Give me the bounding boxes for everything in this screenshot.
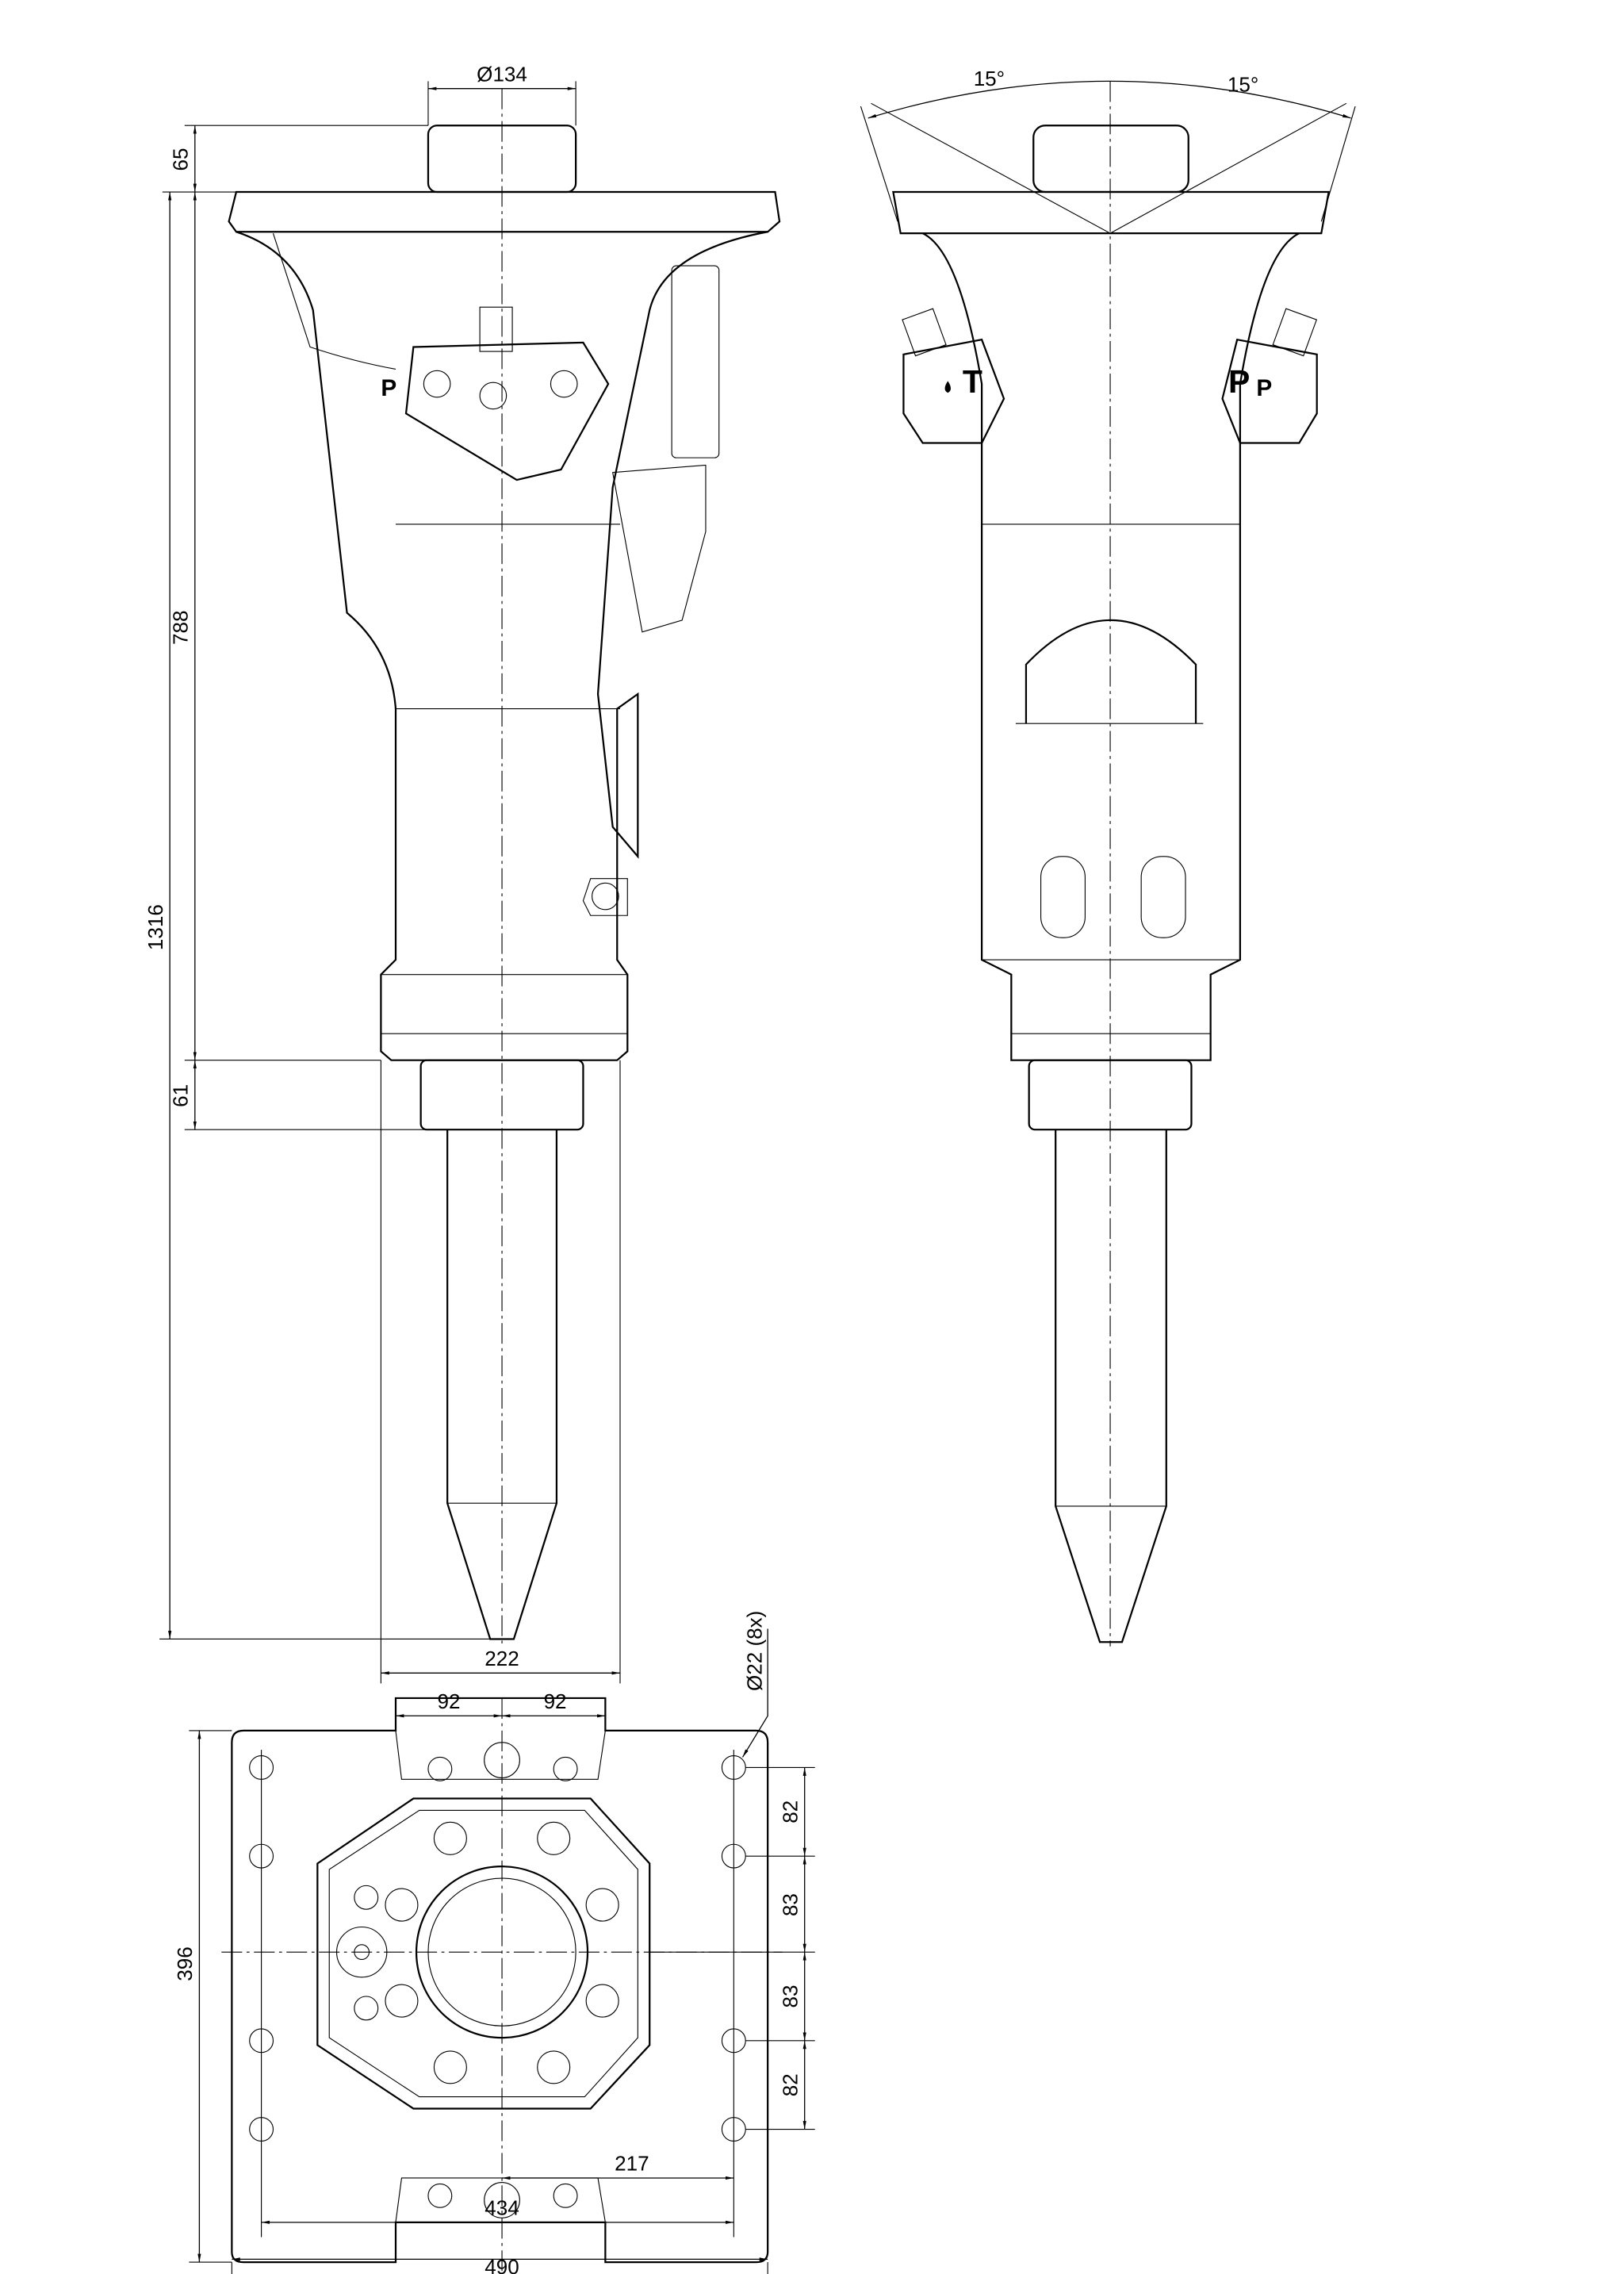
dim-plate-height: 396	[173, 1946, 197, 1981]
dim-cap-height: 65	[169, 148, 193, 171]
bottom-view	[221, 1697, 783, 2274]
dim-hole-spec: Ø22 (8x)	[743, 1611, 767, 1691]
dim-half-width-right: 92	[544, 1689, 567, 1713]
dim-body-length: 788	[169, 610, 193, 644]
dim-overall-length: 1316	[144, 904, 167, 950]
side-view: P	[228, 88, 781, 1647]
dim-hole-spacing-4: 82	[778, 2073, 802, 2096]
dim-cap-diameter: Ø134	[477, 62, 527, 86]
dim-collar-width: 222	[485, 1647, 519, 1670]
dim-hole-spacing-2: 83	[778, 1893, 802, 1916]
dim-bushing-length: 61	[169, 1084, 193, 1107]
side-dimensions: Ø134 65 788 61 1316 222	[144, 62, 621, 1684]
dim-half-hole-span: 217	[615, 2152, 649, 2176]
pressure-port-label-side: P	[381, 375, 396, 401]
dim-angle-left: 15°	[974, 67, 1005, 90]
front-view: T P P 15° 15°	[860, 67, 1356, 1647]
dim-angle-right: 15°	[1228, 72, 1258, 96]
tank-port-label: T	[963, 363, 982, 400]
dim-hole-spacing-1: 82	[778, 1800, 802, 1823]
bottom-dimensions: 92 92 Ø22 (8x) 396 82 83 83 82 217 434 4…	[173, 1611, 815, 2274]
mounting-holes	[249, 1754, 746, 2142]
oil-drop-icon	[944, 381, 951, 393]
dim-hole-spacing-3: 83	[778, 1985, 802, 2008]
pressure-port-label-small: P	[1256, 375, 1272, 401]
dim-plate-width: 490	[485, 2255, 519, 2274]
dim-hole-span: 434	[485, 2196, 519, 2220]
dim-half-width-left: 92	[438, 1689, 461, 1713]
pressure-port-label: P	[1228, 363, 1250, 400]
